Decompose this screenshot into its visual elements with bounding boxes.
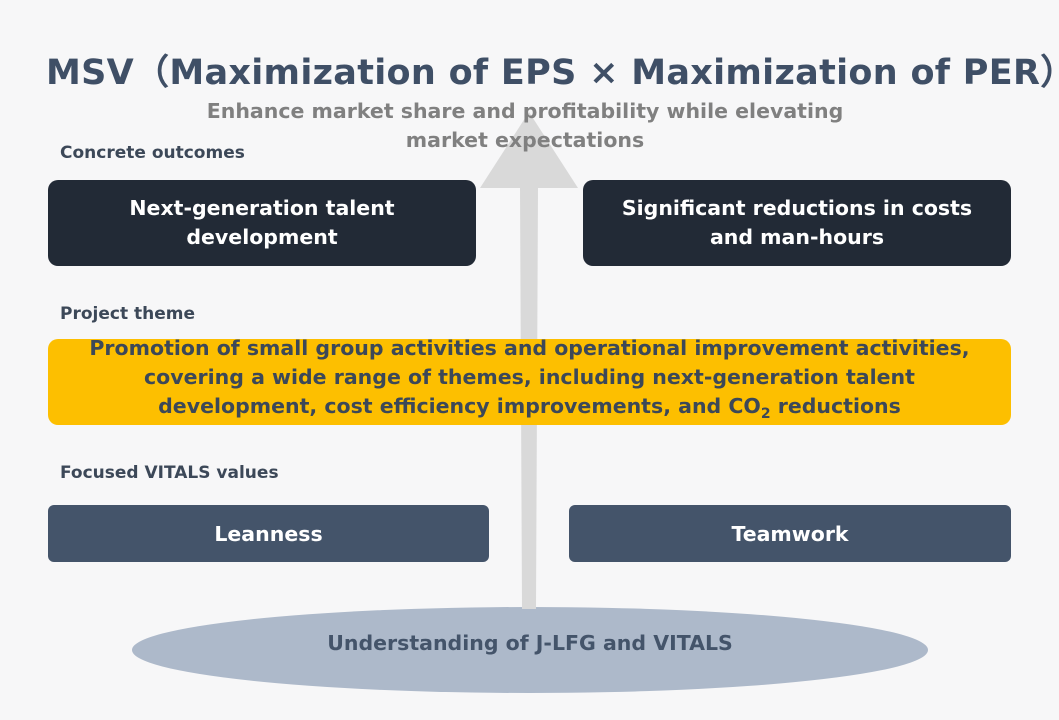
theme-text-subscript: 2	[760, 406, 771, 423]
vitals-text-leanness: Leanness	[214, 521, 323, 546]
project-theme-text: Promotion of small group activities and …	[65, 334, 995, 429]
outcome-box-talent: Next-generation talent development	[48, 180, 476, 266]
outcome-text-talent: Next-generation talent development	[129, 196, 395, 249]
vitals-text-teamwork: Teamwork	[731, 521, 849, 546]
outcome-text-costs: Significant reductions in costs and man-…	[621, 196, 973, 249]
theme-label: Project theme	[60, 304, 196, 324]
vitals-label: Focused VITALS values	[60, 463, 279, 483]
outcome-box-costs: Significant reductions in costs and man-…	[583, 180, 1011, 266]
theme-text-end: reductions	[770, 394, 901, 419]
goal-subtitle: Enhance market share and profitability w…	[206, 99, 844, 152]
outcomes-label: Concrete outcomes	[60, 143, 245, 163]
foundation-text: Understanding of J-LFG and VITALS	[327, 631, 733, 655]
vitals-box-leanness: Leanness	[48, 505, 489, 562]
page-title: MSV（Maximization of EPS × Maximization o…	[46, 53, 1059, 93]
foundation-ellipse	[132, 607, 928, 693]
vitals-box-teamwork: Teamwork	[569, 505, 1011, 562]
theme-text-main: Promotion of small group activities and …	[89, 336, 970, 419]
project-theme-box: Promotion of small group activities and …	[48, 336, 1011, 425]
